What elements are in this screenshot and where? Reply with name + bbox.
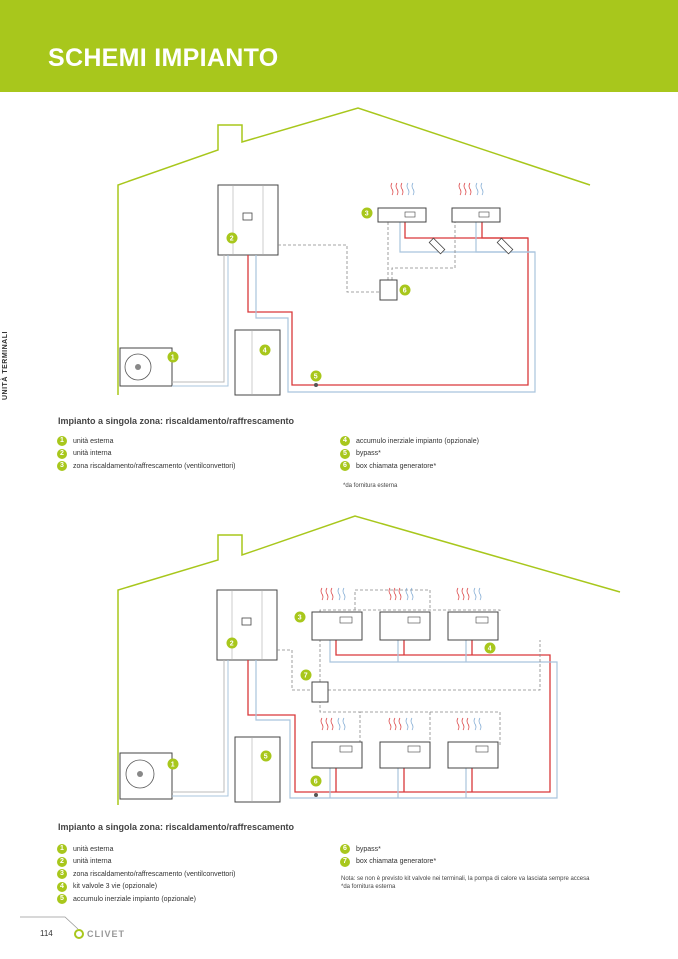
scheme2-caption: Impianto a singola zona: riscaldamento/r… xyxy=(58,822,295,832)
svg-text:5: 5 xyxy=(264,754,268,761)
svg-text:2: 2 xyxy=(230,236,234,243)
svg-text:3: 3 xyxy=(365,211,369,218)
svg-text:6: 6 xyxy=(403,288,407,295)
svg-text:4: 4 xyxy=(263,348,267,355)
fan-coil-2e xyxy=(379,717,431,769)
fan-coil-2a: 3 xyxy=(294,587,363,641)
svg-text:1: 1 xyxy=(171,762,175,769)
fan-coil-2b xyxy=(379,587,431,641)
fan-coil-1a: 3 xyxy=(361,182,427,223)
indoor-unit-2: 2 xyxy=(216,589,278,661)
system-diagram-1: 2 4 1 6 3 xyxy=(117,107,591,396)
scheme1-caption: Impianto a singola zona: riscaldamento/r… xyxy=(58,416,295,426)
footer-divider xyxy=(20,916,79,930)
house-outline-1 xyxy=(117,107,591,395)
brand-logo: CLIVET xyxy=(74,929,125,939)
fan-coil-2d xyxy=(311,717,363,769)
scheme1-note: *da fornitura esterna xyxy=(343,483,398,489)
svg-text:7: 7 xyxy=(304,673,308,680)
scheme2-note-2: *da fornitura esterna xyxy=(341,884,396,890)
valve-icon xyxy=(496,237,514,255)
svg-text:3: 3 xyxy=(298,615,302,622)
fan-coil-1b xyxy=(451,182,501,223)
valve-icon xyxy=(428,237,446,255)
logo-mark-icon xyxy=(74,929,84,939)
page-header: SCHEMI IMPIANTO xyxy=(0,0,678,92)
svg-text:4: 4 xyxy=(488,646,492,653)
call-box-1: 6 xyxy=(379,279,411,301)
svg-text:5: 5 xyxy=(314,374,318,381)
bypass-valve-1: 5 xyxy=(310,370,322,387)
page-number: 114 xyxy=(40,929,53,938)
house-outline-2 xyxy=(117,515,621,805)
scheme2-note-1: Nota: se non è previsto kit valvole nei … xyxy=(341,876,590,882)
bypass-valve-2: 6 xyxy=(310,775,322,797)
outdoor-unit-2: 1 xyxy=(119,752,179,800)
system-diagram-2: 2 5 1 7 3 xyxy=(117,515,621,805)
svg-text:2: 2 xyxy=(230,641,234,648)
call-box-2: 7 xyxy=(300,669,329,703)
fan-coil-2c: 4 xyxy=(447,587,499,654)
buffer-tank-1: 4 xyxy=(234,329,281,396)
fan-coil-2f xyxy=(447,717,499,769)
indoor-unit-1: 2 xyxy=(217,184,279,256)
page-title: SCHEMI IMPIANTO xyxy=(48,44,279,72)
outdoor-unit-1: 1 xyxy=(119,347,179,387)
svg-text:1: 1 xyxy=(171,355,175,362)
svg-text:6: 6 xyxy=(314,779,318,786)
buffer-tank-2: 5 xyxy=(234,736,281,803)
